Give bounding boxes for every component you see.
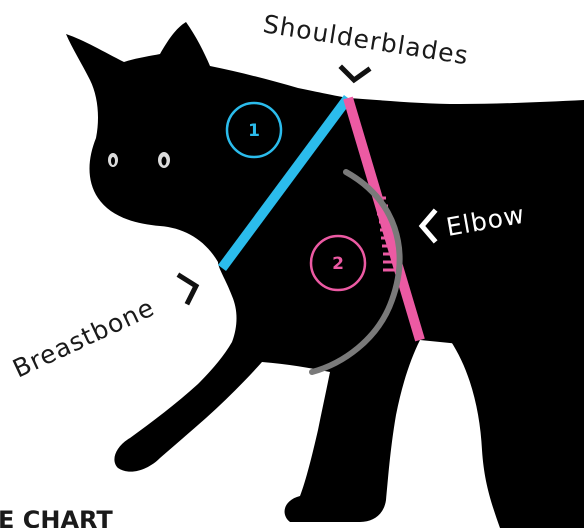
- marker-1-label: 1: [248, 121, 260, 141]
- marker-2-label: 2: [332, 254, 344, 274]
- cat-silhouette: [66, 22, 584, 528]
- chart-heading-fragment: E CHART: [0, 506, 113, 528]
- cat-pupil-left: [111, 157, 115, 165]
- shoulderblades-label: Shoulderblades: [261, 9, 471, 70]
- shoulderblades-chevron-icon: [342, 68, 368, 80]
- cat-back-leg: [450, 340, 584, 528]
- cat-pupil-right: [162, 157, 167, 166]
- breastbone-chevron-icon: [180, 276, 196, 302]
- breastbone-label: Breastbone: [8, 293, 159, 384]
